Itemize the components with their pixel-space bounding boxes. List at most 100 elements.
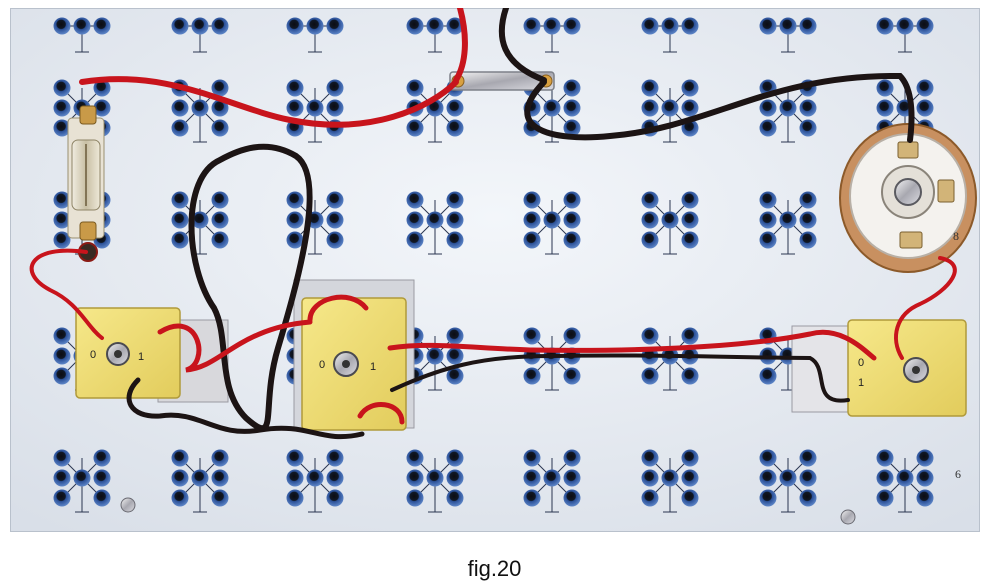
socket-hole <box>661 17 679 35</box>
socket-hole <box>876 449 894 467</box>
socket-hole <box>563 327 581 345</box>
socket-hole <box>406 119 424 137</box>
socket-hole <box>681 17 699 35</box>
socket-hole <box>681 231 699 249</box>
socket-hole <box>799 99 817 117</box>
socket-hole <box>641 191 659 209</box>
socket-hole <box>799 469 817 487</box>
socket-hole <box>876 469 894 487</box>
socket-hole <box>876 79 894 97</box>
black-wire-top <box>498 8 547 83</box>
socket-hole <box>523 327 541 345</box>
socket-hole <box>661 211 679 229</box>
socket-hole <box>523 211 541 229</box>
socket-hole <box>171 489 189 507</box>
socket-hole <box>446 327 464 345</box>
socket-hole <box>446 211 464 229</box>
socket-hole <box>286 211 304 229</box>
socket-hole <box>563 469 581 487</box>
socket-hole <box>426 211 444 229</box>
socket-hole <box>286 449 304 467</box>
board-numeral-lower: 6 <box>955 467 961 481</box>
socket-hole <box>53 211 71 229</box>
socket-hole <box>759 99 777 117</box>
red-wire-long <box>387 329 877 361</box>
socket-hole <box>759 211 777 229</box>
socket-hole <box>876 17 894 35</box>
socket-hole <box>661 469 679 487</box>
socket-hole <box>326 449 344 467</box>
socket-hole <box>211 119 229 137</box>
socket-hole <box>563 191 581 209</box>
socket-hole <box>523 367 541 385</box>
socket-hole <box>286 17 304 35</box>
socket-hole <box>93 79 111 97</box>
socket-hole <box>406 211 424 229</box>
socket-hole <box>211 79 229 97</box>
socket-hole <box>661 99 679 117</box>
socket-hole <box>211 191 229 209</box>
socket-hole <box>326 231 344 249</box>
socket-hole <box>93 489 111 507</box>
socket-hole <box>523 231 541 249</box>
socket-hole <box>523 469 541 487</box>
socket-hole <box>53 489 71 507</box>
socket-hole <box>171 469 189 487</box>
socket-hole <box>286 191 304 209</box>
socket-hole <box>326 489 344 507</box>
socket-hole <box>211 469 229 487</box>
socket-hole <box>426 347 444 365</box>
socket-hole <box>171 231 189 249</box>
socket-hole <box>306 99 324 117</box>
socket-hole <box>406 231 424 249</box>
socket-hole <box>446 449 464 467</box>
socket-hole <box>406 17 424 35</box>
socket-hole <box>563 231 581 249</box>
socket-hole <box>563 79 581 97</box>
switch-a-label-one: 1 <box>138 351 144 363</box>
socket-hole <box>73 17 91 35</box>
socket-hole <box>53 327 71 345</box>
socket-hole <box>543 469 561 487</box>
socket-hole <box>171 119 189 137</box>
socket-hole <box>681 79 699 97</box>
socket-hole <box>641 211 659 229</box>
black-wire-switch-a <box>126 377 365 440</box>
socket-hole <box>799 449 817 467</box>
socket-hole <box>523 489 541 507</box>
socket-hole <box>211 17 229 35</box>
socket-hole <box>326 17 344 35</box>
socket-hole <box>286 469 304 487</box>
socket-hole <box>446 231 464 249</box>
socket-hole <box>523 17 541 35</box>
socket-hole <box>779 469 797 487</box>
socket-hole <box>916 17 934 35</box>
socket-hole <box>446 489 464 507</box>
socket-hole <box>681 99 699 117</box>
socket-hole <box>286 79 304 97</box>
socket-hole <box>799 191 817 209</box>
switch-a-label-zero: 0 <box>90 349 96 361</box>
socket-hole <box>446 119 464 137</box>
socket-hole <box>53 449 71 467</box>
socket-hole <box>563 119 581 137</box>
switch-b-label-one: 1 <box>370 361 376 373</box>
socket-hole <box>759 489 777 507</box>
socket-hole <box>523 191 541 209</box>
socket-hole <box>916 469 934 487</box>
red-wire-top <box>453 8 468 83</box>
socket-hole <box>799 211 817 229</box>
socket-hole <box>641 17 659 35</box>
socket-hole <box>543 17 561 35</box>
socket-hole <box>73 469 91 487</box>
switch-c-label-zero: 0 <box>858 357 864 369</box>
socket-hole <box>93 17 111 35</box>
socket-hole <box>876 489 894 507</box>
socket-hole <box>681 469 699 487</box>
socket-hole <box>446 469 464 487</box>
socket-hole <box>563 367 581 385</box>
socket-hole <box>406 469 424 487</box>
black-wire-jumper-rotary <box>524 72 915 143</box>
switch-b-label-zero: 0 <box>319 359 325 371</box>
socket-hole <box>446 17 464 35</box>
